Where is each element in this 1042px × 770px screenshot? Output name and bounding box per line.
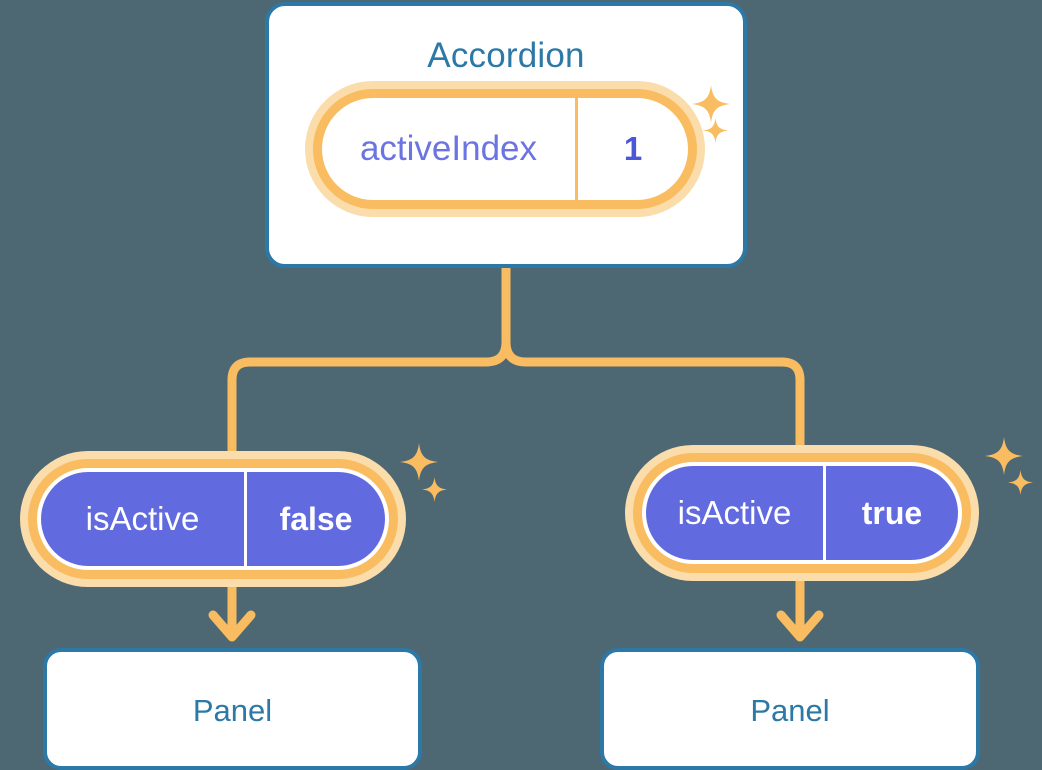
state-pill-isactive-right[interactable]: isActive true bbox=[646, 466, 958, 560]
state-pill-isactive-left[interactable]: isActive false bbox=[41, 472, 385, 566]
state-key-label: activeIndex bbox=[322, 98, 578, 200]
state-pill-activeindex[interactable]: activeIndex 1 bbox=[322, 98, 688, 200]
sparkle-icon bbox=[1008, 470, 1033, 495]
branch-connector bbox=[227, 263, 511, 477]
arrow-down-icon bbox=[776, 610, 824, 642]
panel-card-right[interactable]: Panel bbox=[600, 648, 980, 770]
page-title: Accordion bbox=[427, 36, 585, 75]
state-key-label: isActive bbox=[646, 466, 826, 560]
sparkle-icon bbox=[400, 443, 438, 481]
state-value-label: false bbox=[279, 500, 353, 537]
state-value-label: true bbox=[861, 494, 923, 531]
sparkle-icon bbox=[422, 477, 447, 502]
panel-label: Panel bbox=[750, 693, 830, 728]
state-value-label: 1 bbox=[623, 130, 643, 167]
panel-label: Panel bbox=[192, 693, 273, 728]
arrow-down-icon bbox=[208, 610, 256, 642]
panel-card-left[interactable]: Panel bbox=[43, 648, 422, 770]
branch-connector bbox=[501, 337, 805, 471]
state-key-label: isActive bbox=[41, 472, 247, 566]
sparkle-icon bbox=[985, 437, 1023, 475]
